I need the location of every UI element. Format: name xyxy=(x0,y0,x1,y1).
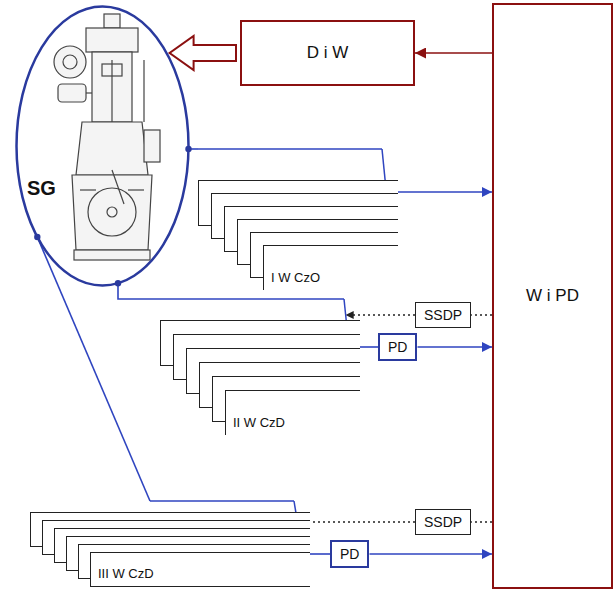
control-connector xyxy=(471,314,492,315)
stack-drawing xyxy=(160,298,360,435)
engine-label: SG xyxy=(27,177,56,200)
ellipse-outline xyxy=(15,5,190,287)
control-connector xyxy=(346,314,415,315)
document-stack: II W CzD xyxy=(160,298,360,435)
process-box: PD xyxy=(330,540,369,568)
flow-connector xyxy=(386,191,492,193)
box-label: PD xyxy=(340,546,359,562)
engine-ellipse: SG xyxy=(15,5,190,287)
control-connector xyxy=(297,521,415,522)
process-box: PD xyxy=(378,333,417,361)
document-stack: III W CzD xyxy=(30,500,310,588)
flow-connector xyxy=(415,52,492,54)
engine-drawing xyxy=(54,14,160,260)
stack-label: I W CzO xyxy=(271,271,320,286)
system-box: SSDP xyxy=(415,509,471,535)
box-label: W i PD xyxy=(526,286,579,306)
stack-drawing xyxy=(30,500,310,588)
flow-arrow xyxy=(170,36,236,70)
stack-label: II W CzD xyxy=(233,416,285,431)
process-box: W i PD xyxy=(492,3,613,589)
flow-connector xyxy=(418,346,493,348)
control-connector xyxy=(471,521,492,522)
stack-label: III W CzD xyxy=(98,567,154,582)
system-box: SSDP xyxy=(415,302,471,328)
process-box: D i W xyxy=(240,20,415,86)
document-stack: I W CzO xyxy=(198,148,398,290)
flow-connector xyxy=(370,553,493,555)
box-label: PD xyxy=(388,339,407,355)
flow-connector xyxy=(118,283,160,299)
box-label: SSDP xyxy=(424,307,462,323)
stack-drawing xyxy=(198,148,398,290)
box-label: SSDP xyxy=(424,514,462,530)
box-label: D i W xyxy=(307,43,349,63)
